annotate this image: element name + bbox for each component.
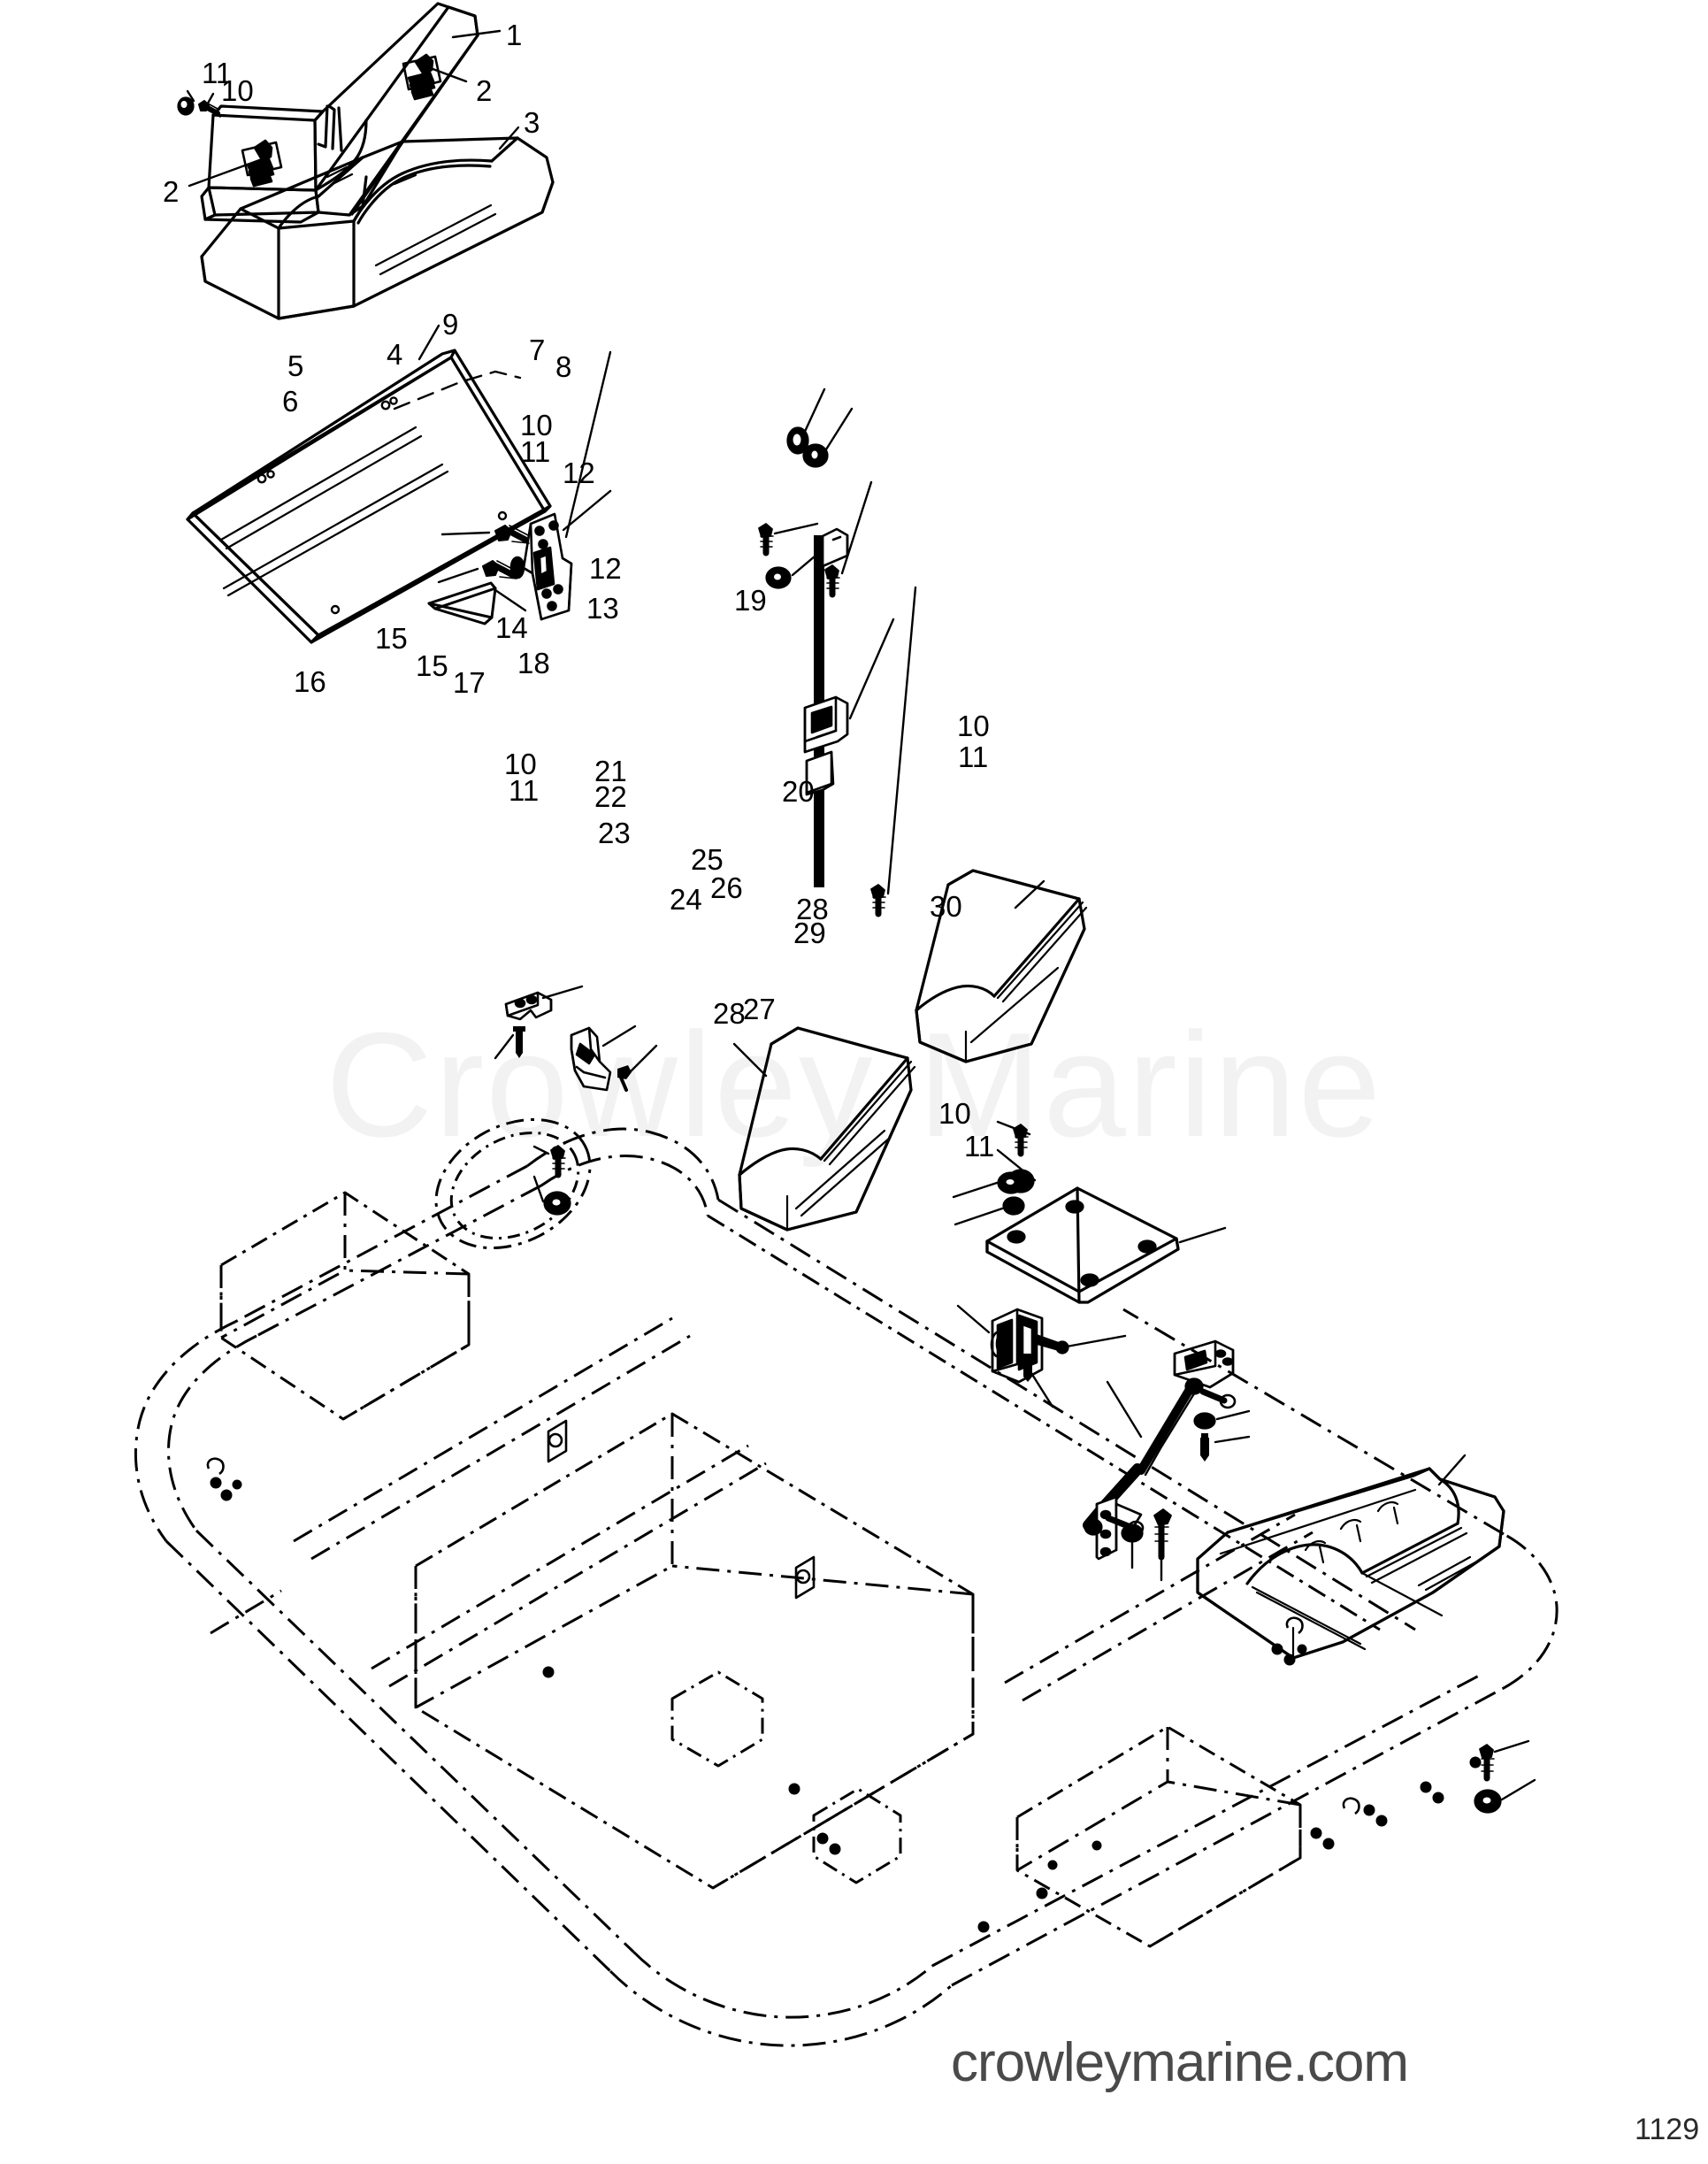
callout-24-pin: 24 (670, 883, 702, 916)
callout-21-washer: 21 (594, 755, 627, 787)
callout-20-backing-plate: 20 (782, 775, 815, 808)
callout-27-screw: 27 (743, 993, 776, 1025)
callout-6-screw: 6 (282, 385, 299, 418)
callout-4-hinge: 4 (387, 338, 403, 371)
callout-15-latch-striker: 15 (416, 649, 448, 682)
callout-16-rivet: 16 (294, 665, 326, 698)
callout-19-sundeck-cushion: 19 (734, 584, 767, 617)
callout-11-washer: 11 (202, 57, 233, 89)
callout-28-ball-stud: 28 (713, 997, 746, 1030)
callout-23-latch-assembly: 23 (598, 817, 631, 849)
callout-10-screw: 10 (957, 710, 990, 742)
callout-11-washer: 11 (520, 435, 551, 468)
callout-7-washer: 7 (529, 334, 546, 366)
callout-11-washer: 11 (958, 741, 989, 773)
callout-29-pin: 29 (793, 917, 826, 949)
callout-2-cushion-clip: 2 (163, 175, 180, 208)
callout-28-ball-stud: 28 (796, 893, 829, 925)
watermark-url: crowleymarine.com (951, 2032, 1409, 2093)
callout-18-sundeck-cushion: 18 (517, 647, 550, 679)
callout-1-seat-back-cushion: 1 (506, 19, 523, 51)
callout-25-pin: 25 (691, 843, 724, 876)
callout-2-cushion-clip: 2 (476, 74, 493, 107)
callout-8-nut: 8 (555, 350, 572, 383)
callout-26-gas-cylinder-support: 26 (710, 871, 743, 904)
callout-10-screw: 10 (504, 748, 537, 780)
callout-3-seat-bottom-cushion: 3 (524, 106, 540, 139)
callout-10-screw: 10 (221, 74, 254, 107)
callout-12-screw: 12 (563, 457, 595, 489)
callout-17-rivet: 17 (453, 666, 486, 699)
callout-14-pad: 14 (495, 611, 528, 644)
callout-11-washer: 11 (509, 774, 540, 807)
callout-12-screw: 12 (589, 552, 622, 585)
page-number: 1129 (1635, 2113, 1700, 2146)
callout-10-screw: 10 (938, 1097, 971, 1130)
callout-22-washer: 22 (594, 780, 627, 813)
callout-30-sundeck-cushion-assembly: 30 (930, 890, 962, 923)
callout-11-washer: 11 (964, 1130, 995, 1163)
callout-9-storage-liner-panel: 9 (442, 308, 459, 341)
callout-15-latch-striker: 15 (375, 622, 408, 655)
callout-10-screw: 10 (520, 409, 553, 441)
callout-5-screw: 5 (287, 349, 304, 382)
callout-13-lid-support-rod: 13 (586, 592, 619, 625)
